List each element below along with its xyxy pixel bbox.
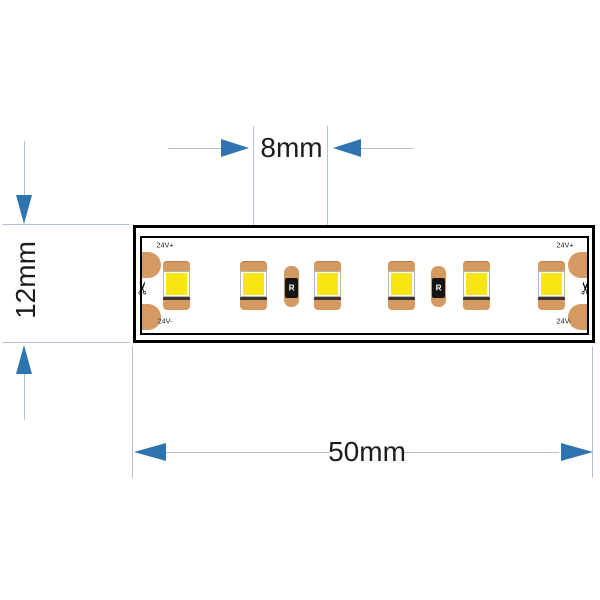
led-terminal <box>314 297 341 310</box>
solder-pad <box>142 304 161 330</box>
scissors-cut-icon: ✂ <box>576 280 596 296</box>
led-emitter <box>166 273 187 295</box>
led-terminal <box>388 261 415 271</box>
led-chip <box>388 261 415 310</box>
leader-line-pitch-left <box>168 148 221 149</box>
extension-line-pitch-left <box>253 126 254 225</box>
arrow-left-icon <box>333 139 361 157</box>
led-terminal <box>388 297 415 310</box>
solder-pad <box>142 252 161 278</box>
led-terminal <box>163 297 190 310</box>
led-terminal <box>240 297 267 310</box>
pad-label-24v-minus: 24V- <box>157 317 173 326</box>
resistor: R <box>431 266 446 307</box>
led-chip <box>240 261 267 310</box>
resistor: R <box>284 266 299 307</box>
led-chip <box>163 261 190 310</box>
led-package <box>463 271 490 297</box>
leader-line-length-left <box>166 452 330 453</box>
leader-line-pitch-right <box>361 148 413 149</box>
led-terminal <box>240 261 267 271</box>
led-terminal <box>314 261 341 271</box>
arrow-left-icon <box>134 443 166 461</box>
led-emitter <box>317 273 338 295</box>
arrow-right-icon <box>561 443 593 461</box>
led-package <box>314 271 341 297</box>
solder-pad <box>568 304 587 330</box>
extension-line-width-top <box>2 224 130 225</box>
pad-label-24v-plus: 24V+ <box>556 241 574 250</box>
dimension-label-width: 12mm <box>10 241 41 319</box>
led-emitter <box>391 273 412 295</box>
led-terminal <box>463 261 490 271</box>
led-emitter <box>541 273 562 295</box>
led-emitter <box>466 273 487 295</box>
extension-line-pitch-right <box>327 126 328 225</box>
pad-label-24v-minus: 24V- <box>556 317 572 326</box>
extension-line-length-left <box>132 346 133 478</box>
dimension-label-pitch: 8mm <box>260 132 323 163</box>
arrow-right-icon <box>221 139 249 157</box>
resistor-label: R <box>288 283 295 293</box>
led-terminal <box>538 297 565 310</box>
extension-line-width-bottom <box>2 342 130 343</box>
leader-line-width-top <box>24 141 25 195</box>
scissors-cut-icon: ✂ <box>133 280 153 296</box>
led-package <box>163 271 190 297</box>
resistor-label: R <box>435 283 442 293</box>
leader-line-length-right <box>402 452 559 453</box>
led-chip <box>463 261 490 310</box>
leader-line-width-bottom <box>24 374 25 420</box>
resistor-body: R <box>432 278 445 298</box>
led-chip <box>314 261 341 310</box>
led-terminal <box>163 261 190 271</box>
led-terminal <box>538 261 565 271</box>
led-package <box>388 271 415 297</box>
led-chip <box>538 261 565 310</box>
led-emitter <box>243 273 264 295</box>
led-package <box>538 271 565 297</box>
led-package <box>240 271 267 297</box>
resistor-body: R <box>285 278 298 298</box>
led-terminal <box>463 297 490 310</box>
dimension-label-length: 50mm <box>328 436 406 467</box>
pcb-outline <box>140 236 589 335</box>
extension-line-length-right <box>592 346 593 478</box>
pad-label-24v-plus: 24V+ <box>156 241 174 250</box>
solder-pad <box>568 252 587 278</box>
arrow-down-icon <box>16 195 32 224</box>
arrow-up-icon <box>16 345 32 374</box>
